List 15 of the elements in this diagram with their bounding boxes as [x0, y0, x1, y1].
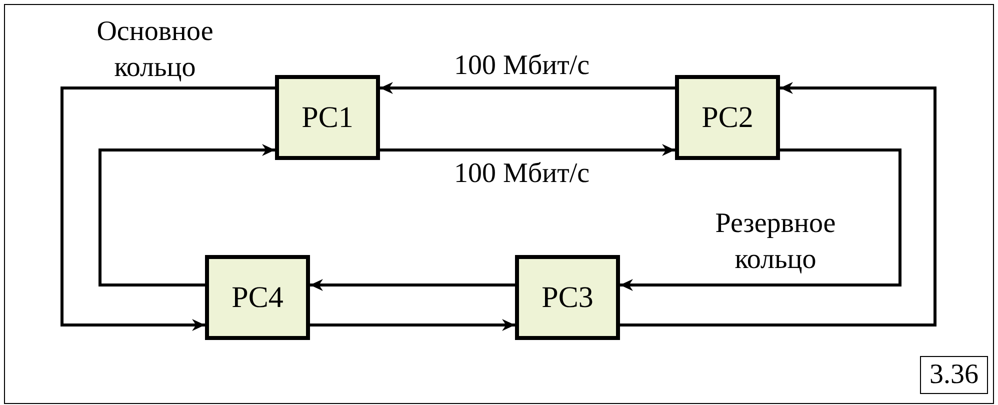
- ring-arrow: [380, 82, 675, 94]
- station-box: PC3: [515, 255, 620, 340]
- ring-arrow: [60, 86, 275, 331]
- station-box: PC2: [675, 75, 780, 160]
- station-box: PC1: [275, 75, 380, 160]
- ring-label: Резервное кольцо: [714, 207, 837, 277]
- station-box: PC4: [205, 255, 310, 340]
- ring-label: Основное кольцо: [96, 15, 214, 85]
- ring-arrow: [620, 148, 902, 291]
- ring-arrow: [380, 144, 675, 156]
- ring-arrow: [310, 319, 515, 331]
- ring-arrow: [620, 82, 936, 326]
- ring-arrow: [98, 144, 275, 286]
- figure-number: 3.36: [920, 356, 988, 394]
- ring-arrow: [310, 279, 515, 291]
